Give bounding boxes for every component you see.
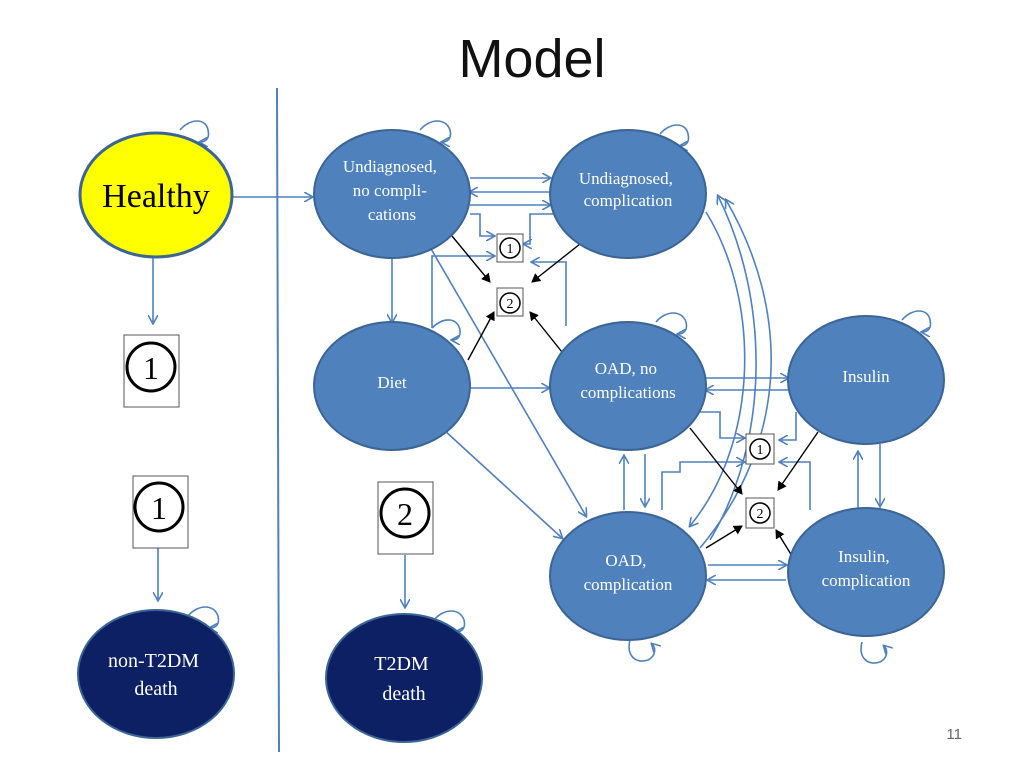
slide-title: Model	[458, 29, 606, 89]
node-label-line: complication	[584, 191, 673, 210]
marker-left-1b: 1	[132, 475, 189, 549]
svg-text:Undiagnosed, complicat: Undiagnosed, complication	[579, 169, 677, 210]
marker-top-1: 1	[496, 233, 524, 263]
marker-label: 2	[757, 507, 764, 522]
node-label-line: Undiagnosed,	[579, 169, 673, 188]
marker-label: 2	[507, 297, 514, 312]
node-t2dm-death: T2DM death	[325, 613, 483, 743]
node-label-line: complications	[580, 383, 675, 402]
marker-label: 1	[757, 443, 764, 458]
separator-line	[276, 87, 280, 753]
node-label-line: no compli-	[353, 181, 427, 200]
marker-right-1: 1	[745, 433, 775, 465]
marker-label: 1	[151, 490, 167, 526]
node-healthy: Healthy	[78, 131, 234, 259]
healthy-label: Healthy	[102, 178, 210, 215]
node-label-line: Insulin	[842, 367, 890, 386]
node-oad-no-complications: OAD, no complications	[549, 321, 707, 451]
node-label-line: death	[134, 678, 177, 700]
node-label-line: cations	[368, 205, 416, 224]
marker-right-2: 2	[745, 497, 775, 529]
node-undiagnosed-no-complications: Undiagnosed, no compli- cations	[313, 129, 471, 259]
node-insulin: Insulin	[787, 315, 945, 445]
page-number: 11	[946, 726, 962, 743]
node-label-line: non-T2DM	[108, 650, 199, 672]
node-non-t2dm-death: non-T2DM death	[77, 609, 235, 739]
node-label-line: Undiagnosed,	[343, 157, 437, 176]
marker-left-1a: 1	[123, 334, 180, 408]
svg-text:Diet: Diet	[377, 373, 407, 392]
node-label-line: Diet	[377, 373, 407, 392]
marker-label: 2	[397, 496, 413, 532]
svg-text:OAD, complication: OAD, complication	[584, 551, 673, 594]
svg-text:T2DM death: T2DM death	[374, 653, 433, 705]
node-label-line: death	[382, 683, 425, 705]
node-insulin-complication: Insulin, complication	[787, 507, 945, 637]
node-oad-complication: OAD, complication	[549, 511, 707, 641]
svg-text:Insulin: Insulin	[842, 367, 890, 386]
marker-top-2: 2	[496, 287, 524, 317]
node-diet: Diet	[313, 321, 471, 451]
node-undiagnosed-complication: Undiagnosed, complication	[549, 129, 707, 259]
marker-label: 1	[507, 242, 514, 257]
svg-text:Undiagnosed, no compli: Undiagnosed, no compli- cations	[343, 157, 441, 224]
marker-mid-2: 2	[377, 481, 434, 555]
node-label-line: complication	[584, 575, 673, 594]
svg-text:non-T2DM death: non-T2DM death	[108, 650, 204, 700]
svg-text:OAD, no complications: OAD, no complications	[580, 359, 675, 402]
node-label-line: Insulin,	[838, 547, 889, 566]
node-label-line: OAD,	[605, 551, 646, 570]
node-label-line: complication	[822, 571, 911, 590]
black-arrows	[451, 235, 819, 557]
node-label-line: T2DM	[374, 653, 429, 675]
svg-text:Insulin, complication: Insulin, complication	[822, 547, 911, 590]
marker-label: 1	[143, 350, 159, 386]
node-label-line: OAD, no	[595, 359, 657, 378]
